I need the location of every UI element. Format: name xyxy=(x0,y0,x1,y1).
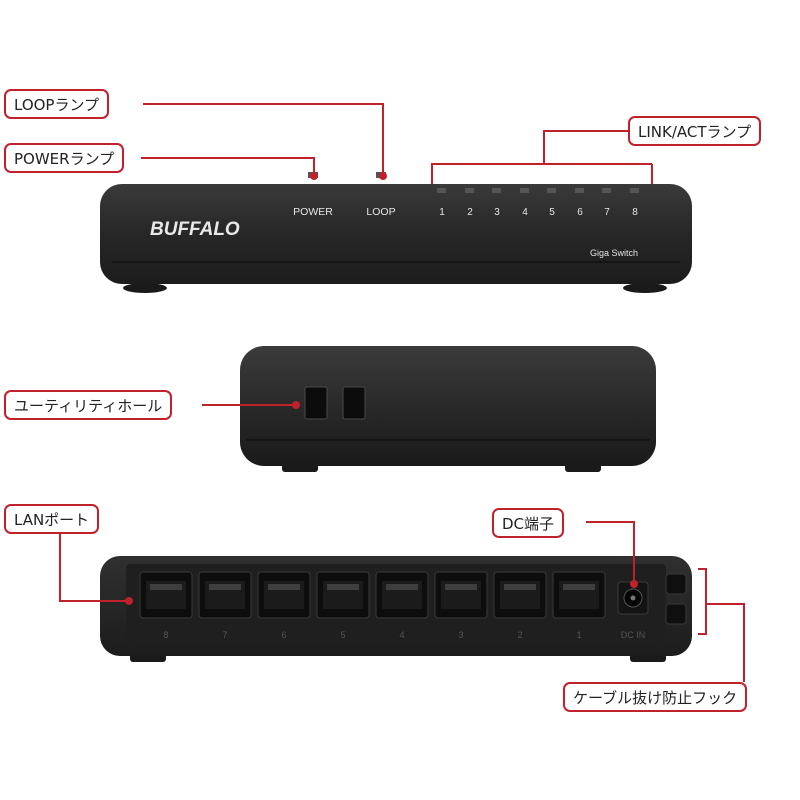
front-port-number: 2 xyxy=(467,207,473,218)
loop-label: LOOP xyxy=(366,206,395,218)
power-lamp-callout: POWERランプ xyxy=(4,143,125,173)
dc-jack xyxy=(617,581,649,615)
front-port-number: 8 xyxy=(632,207,638,218)
rear-port-number: 8 xyxy=(163,630,168,640)
cable-hooks xyxy=(665,573,687,625)
leader-dots xyxy=(125,172,638,605)
rear-port-number: 3 xyxy=(458,630,463,640)
rear-port-number: 4 xyxy=(399,630,404,640)
front-body xyxy=(100,184,692,284)
dc-jack-callout: DC端子 xyxy=(492,508,565,538)
front-port-number: 1 xyxy=(439,207,445,218)
model-label: Giga Switch xyxy=(590,248,638,258)
side-body xyxy=(240,346,656,466)
rear-port-number: 1 xyxy=(576,630,581,640)
cable-hook-callout: ケーブル抜け防止フック xyxy=(563,682,748,712)
utility-hole-callout: ユーティリティホール xyxy=(4,390,173,420)
front-port-number: 4 xyxy=(522,207,528,218)
front-port-number: 3 xyxy=(494,207,500,218)
lan-port-callout: LANポート xyxy=(4,504,100,534)
front-port-number: 5 xyxy=(549,207,555,218)
front-port-number: 6 xyxy=(577,207,583,218)
loop-lamp-callout: LOOPランプ xyxy=(4,89,110,119)
rear-port-number: 6 xyxy=(281,630,286,640)
front-foot-right xyxy=(623,283,667,293)
utility-hole-left xyxy=(304,386,328,420)
lan-ports xyxy=(139,571,606,619)
brand-logo: BUFFALO xyxy=(150,219,240,240)
leader-lines xyxy=(59,103,745,682)
rear-port-number: 7 xyxy=(222,630,227,640)
rear-view: 8 7 6 5 4 3 2 1 DC IN xyxy=(100,556,692,662)
front-port-number: 7 xyxy=(604,207,610,218)
link-act-leds xyxy=(437,188,639,193)
rear-port-number: 5 xyxy=(340,630,345,640)
front-view: BUFFALO POWER LOOP 1 2 3 4 5 6 7 8 Giga … xyxy=(100,172,692,293)
rear-port-number: 2 xyxy=(517,630,522,640)
power-label: POWER xyxy=(293,206,333,218)
utility-hole-right xyxy=(342,386,366,420)
dc-in-label: DC IN xyxy=(621,630,646,640)
side-view xyxy=(240,346,656,472)
link-act-lamp-callout: LINK/ACTランプ xyxy=(628,116,762,146)
front-foot-left xyxy=(123,283,167,293)
